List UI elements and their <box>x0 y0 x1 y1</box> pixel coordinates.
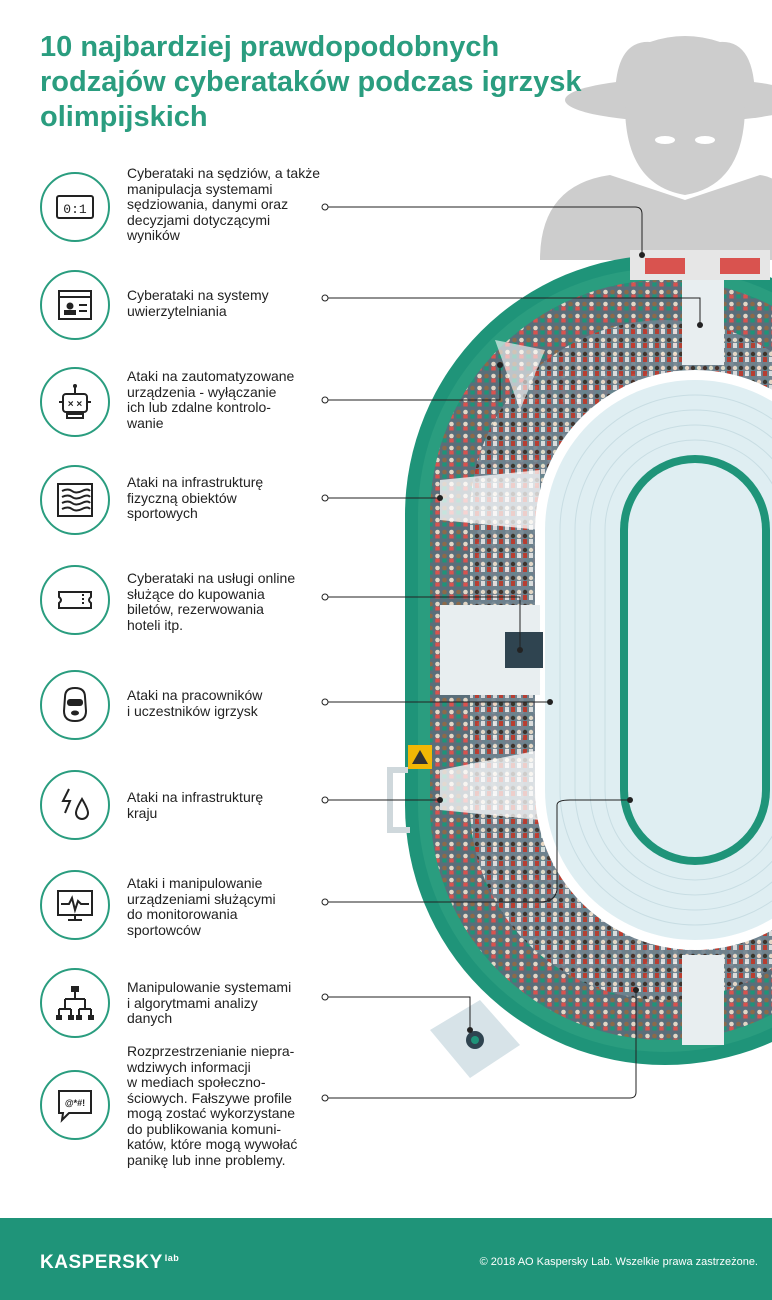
scoreboard-icon: 0:1 <box>40 172 110 242</box>
list-item-text: Ataki na infrastrukturę kraju <box>127 789 264 821</box>
svg-text:× ×: × × <box>68 399 83 410</box>
ticket-icon <box>40 565 110 635</box>
list-item-text: Cyberataki na systemy uwierzytelniania <box>127 287 269 319</box>
heart-monitor-icon <box>40 870 110 940</box>
list-item-text: Ataki na pracowników i uczestników igrzy… <box>127 687 263 719</box>
copyright-text: © 2018 AO Kaspersky Lab. Wszelkie prawa … <box>479 1256 758 1268</box>
list-item-text: Rozprzestrzenianie niepra- wdziwych info… <box>127 1043 298 1168</box>
list-item-text: Manipulowanie systemami i algorytmami an… <box>127 979 292 1026</box>
logo-text: KASPERSKY <box>40 1252 163 1273</box>
speech-bubble-text: @*#! <box>65 1098 85 1108</box>
air-vent-icon <box>40 465 110 535</box>
list-item-text: Ataki na zautomatyzowane urządzenia - wy… <box>127 368 295 431</box>
list-item-text: Ataki na infrastrukturę fizyczną obiektó… <box>127 474 264 521</box>
scoreboard-text: 0:1 <box>63 202 87 217</box>
list-item-text: Cyberataki na usługi online służące do k… <box>127 570 296 633</box>
speech-bubble-icon: @*#! <box>40 1070 110 1140</box>
list-item-text: Cyberataki na sędziów, a także manipulac… <box>127 165 320 243</box>
robot-icon: × × <box>40 367 110 437</box>
logo-suffix: lab <box>164 1252 180 1263</box>
page-title: 10 najbardziej prawdopodobnych rodzajów … <box>40 31 582 133</box>
balaclava-icon <box>40 670 110 740</box>
list-item-text: Ataki i manipulowanie urządzeniami służą… <box>127 875 276 938</box>
power-water-icon <box>40 770 110 840</box>
stadium-illustration <box>321 36 772 1102</box>
algorithm-tree-icon <box>40 968 110 1038</box>
spy-silhouette-icon <box>540 36 772 260</box>
id-card-icon <box>40 270 110 340</box>
